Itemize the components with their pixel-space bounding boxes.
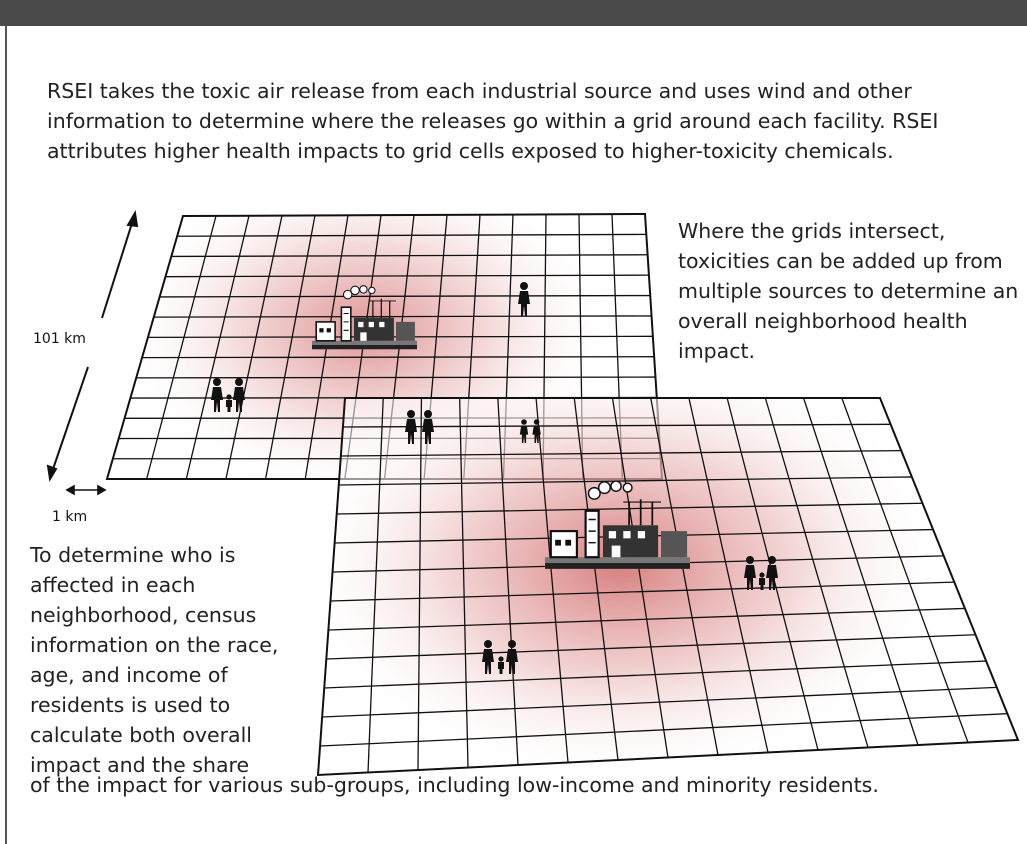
left-border-rule (5, 26, 7, 844)
intro-text: RSEI takes the toxic air release from ea… (47, 79, 939, 163)
grid-extent-label: 101 km (33, 331, 86, 347)
cell-size-arrow (65, 484, 107, 496)
callout-intersection-text: Where the grids intersect, toxicities ca… (678, 219, 1019, 363)
cell-size-label: 1 km (52, 509, 88, 525)
grid-extent-arrow (46, 210, 139, 482)
callout-subgroups-text: of the impact for various sub-groups, in… (30, 773, 879, 797)
callout-census-text: To determine who is affected in each nei… (30, 543, 279, 777)
top-bar (0, 0, 1027, 26)
